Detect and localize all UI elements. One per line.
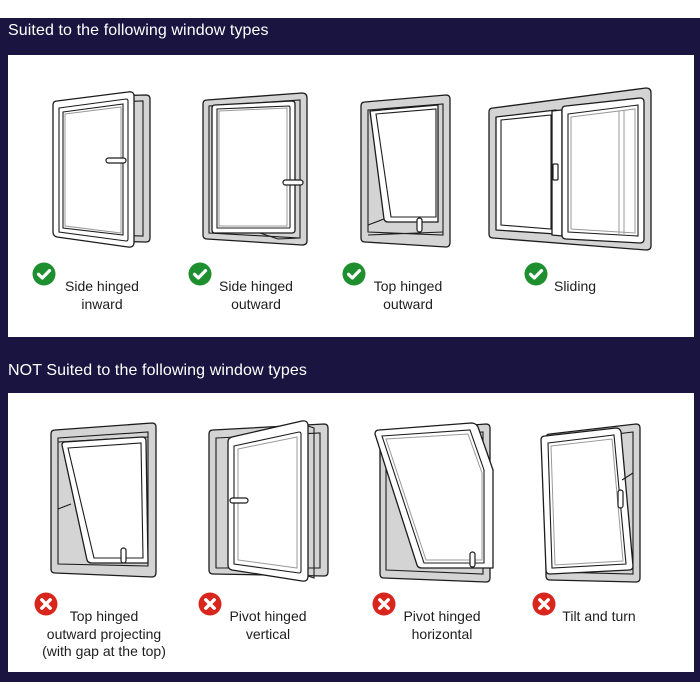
- sliding-label: Sliding: [553, 278, 597, 294]
- check-circle-icon: [342, 262, 366, 286]
- check-circle-icon: [524, 262, 548, 286]
- sliding-illustration: [488, 87, 652, 251]
- not-suited-section-title: NOT Suited to the following window types: [8, 362, 307, 379]
- x-circle-icon: [198, 592, 222, 616]
- tilt-and-turn-label: Tilt and turn: [562, 608, 636, 624]
- pivot-hinged-vertical-illustration: [208, 420, 329, 582]
- tilt-and-turn-illustration: [540, 423, 641, 583]
- top-hinged-outward-projecting-illustration: [50, 422, 157, 578]
- suited-section-title: Suited to the following window types: [8, 22, 269, 39]
- top-hinged-outward-illustration: [360, 94, 451, 248]
- x-circle-icon: [532, 592, 556, 616]
- side-hinged-inward-illustration: [52, 91, 151, 248]
- x-circle-icon: [372, 592, 396, 616]
- side-hinged-outward-illustration: [202, 92, 308, 246]
- check-circle-icon: [188, 262, 212, 286]
- check-circle-icon: [32, 262, 56, 286]
- pivot-hinged-horizontal-illustration: [374, 422, 494, 583]
- x-circle-icon: [34, 592, 58, 616]
